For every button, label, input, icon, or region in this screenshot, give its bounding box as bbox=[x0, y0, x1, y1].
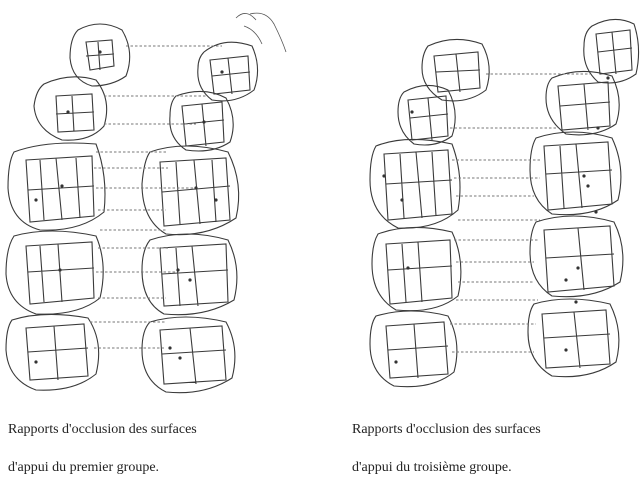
occlusion-diagram bbox=[0, 0, 642, 400]
right-panel-left-tooth-2 bbox=[398, 85, 455, 145]
left-arch-tooth-3 bbox=[8, 143, 105, 230]
right-panel-right-tooth-1 bbox=[584, 19, 639, 83]
right-panel-left-tooth-3 bbox=[370, 139, 460, 228]
right-panel-right-tooth-4 bbox=[530, 216, 623, 297]
right-arch-tooth-3 bbox=[142, 146, 239, 235]
left-arch-tooth-4 bbox=[6, 231, 103, 314]
right-panel-left-tooth-4 bbox=[372, 227, 461, 310]
left-panel-sketch-detail bbox=[236, 13, 286, 52]
caption-left-line-1: Rapports d'occlusion des surfaces bbox=[8, 420, 298, 439]
right-arch-tooth-5 bbox=[142, 317, 235, 393]
right-panel-left-tooth-1 bbox=[422, 39, 489, 100]
panel-right bbox=[370, 19, 639, 386]
left-arch-tooth-5 bbox=[6, 314, 99, 390]
right-arch-tooth-4 bbox=[142, 234, 237, 315]
right-panel-left-tooth-5 bbox=[370, 311, 457, 387]
caption-right-line-1: Rapports d'occlusion des surfaces bbox=[352, 420, 642, 439]
caption-left-line-2: d'appui du premier groupe. bbox=[8, 458, 298, 477]
right-panel-right-tooth-5 bbox=[528, 299, 619, 377]
caption-premier-groupe: Rapports d'occlusion des surfaces d'appu… bbox=[8, 401, 298, 496]
right-panel-right-tooth-2 bbox=[546, 71, 619, 134]
right-panel-right-tooth-3 bbox=[530, 132, 621, 215]
caption-right-line-2: d'appui du troisième groupe. bbox=[352, 458, 642, 477]
right-panel-links bbox=[450, 74, 590, 352]
panel-left bbox=[6, 13, 286, 393]
left-panel-contact-dots bbox=[34, 50, 223, 363]
caption-troisieme-groupe: Rapports d'occlusion des surfaces d'appu… bbox=[352, 401, 642, 496]
